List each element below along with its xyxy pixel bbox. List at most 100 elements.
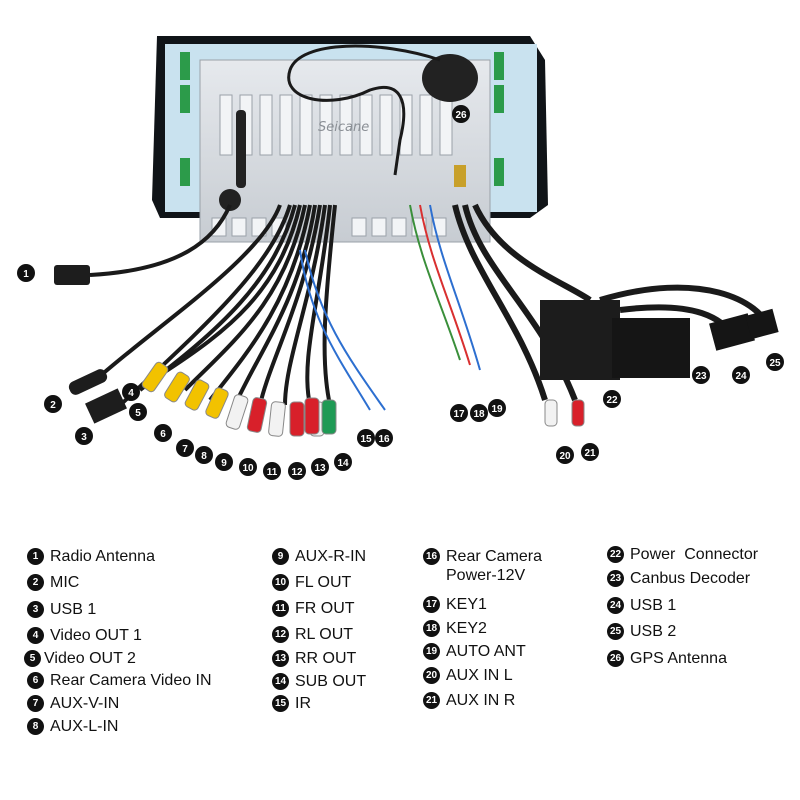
usb-2-plug-right [745,308,779,340]
diagram-callouts: 1 2 3 4 5 6 7 8 9 10 11 12 13 14 15 16 1… [17,105,784,480]
legend-item-2: 2 MIC [27,573,79,592]
rca-aux-in-r [571,399,585,427]
svg-text:3: 3 [81,432,87,443]
callout-17: 17 [450,404,468,422]
svg-text:7: 7 [182,444,188,455]
radio-antenna-plug [54,265,90,285]
canbus-decoder-box [612,318,690,378]
legend-number: 4 [27,627,44,644]
legend-label: USB 2 [630,623,677,640]
callout-12: 12 [288,462,306,480]
callout-7: 7 [176,439,194,457]
legend-item-14: 14 SUB OUT [272,672,366,691]
legend-label: AUX IN L [446,667,513,684]
rca-video-out-2 [164,371,190,403]
legend-item-25: 25 USB 2 [607,622,676,641]
legend-item-23: 23 Canbus Decoder [607,569,750,588]
callout-26: 26 [452,105,470,123]
rca-video-out-1 [141,361,169,393]
legend-number: 5 [24,650,41,667]
usb-1-plug-right [709,313,755,351]
legend-item-13: 13 RR OUT [272,649,356,668]
rca-aux-v-in [205,387,229,419]
cables [88,203,773,412]
legend-item-6: 6 Rear Camera Video IN [27,671,212,690]
legend-number: 12 [272,626,289,643]
svg-text:19: 19 [491,404,503,415]
mounting-brackets [180,52,504,186]
mic-plug [68,369,108,395]
legend-label: FR OUT [295,600,355,617]
legend-label: GPS Antenna [630,650,727,667]
svg-text:17: 17 [453,409,465,420]
svg-text:20: 20 [559,451,571,462]
svg-text:23: 23 [695,371,707,382]
legend-number: 22 [607,546,624,563]
svg-text:12: 12 [291,467,303,478]
head-unit: Seicane [152,36,548,243]
legend-item-3: 3 USB 1 [27,600,96,619]
legend-label: Power Connector [630,546,759,563]
legend-label: IR [295,695,311,712]
rca-rr-out [304,397,320,435]
callout-25: 25 [766,353,784,371]
legend-number: 9 [272,548,289,565]
svg-text:21: 21 [584,448,596,459]
legend-number: 17 [423,596,440,613]
legend-number: 16 [423,548,440,565]
legend-label: Radio Antenna [50,548,155,565]
legend-label: Rear Camera Power-12V [446,548,543,584]
callout-11: 11 [263,462,281,480]
rca-rear-camera-in [184,379,210,411]
gps-cable [287,44,441,176]
legend-label: MIC [50,574,80,591]
gps-antenna [422,54,478,102]
legend-item-22: 22 Power Connector [607,545,758,564]
usb1-plug [85,388,127,424]
callout-14: 14 [334,453,352,471]
legend-item-4: 4 Video OUT 1 [27,626,142,645]
legend-number: 18 [423,620,440,637]
sma-connector [454,165,466,187]
svg-text:6: 6 [160,429,166,440]
callout-24: 24 [732,366,750,384]
callout-21: 21 [581,443,599,461]
legend-item-18: 18 KEY2 [423,619,487,638]
legend-number: 15 [272,695,289,712]
rca-aux-l-in [225,394,249,430]
svg-text:18: 18 [473,409,485,420]
legend-number: 6 [27,672,44,689]
svg-text:4: 4 [128,388,134,399]
legend-number: 21 [423,692,440,709]
watermark: Seicane [318,120,369,135]
svg-text:13: 13 [314,463,326,474]
legend-label: FL OUT [295,574,352,591]
legend-number: 1 [27,548,44,565]
legend-number: 11 [272,600,289,617]
legend-item-21: 21 AUX IN R [423,691,515,710]
callout-6: 6 [154,424,172,442]
power-connector-harness [540,300,620,380]
legend-label: AUX IN R [446,692,516,709]
legend-number: 23 [607,570,624,587]
legend-number: 24 [607,597,624,614]
legend-label: KEY2 [446,620,487,637]
legend-label: AUTO ANT [446,643,526,660]
legend-number: 7 [27,695,44,712]
svg-text:22: 22 [606,395,618,406]
legend-label: Video OUT 1 [50,627,142,644]
legend-number: 20 [423,667,440,684]
legend-label: KEY1 [446,596,487,613]
legend-label: RR OUT [295,650,357,667]
legend-label: USB 1 [630,597,677,614]
legend-label: Rear Camera Video IN [50,672,212,689]
legend-item-16: 16 Rear Camera Power-12V [423,547,542,585]
legend-item-7: 7 AUX-V-IN [27,694,119,713]
callout-9: 9 [215,453,233,471]
svg-text:9: 9 [221,458,227,469]
legend-item-11: 11 FR OUT [272,599,355,618]
legend-item-10: 10 FL OUT [272,573,351,592]
legend-label: USB 1 [50,601,97,618]
legend-number: 14 [272,673,289,690]
